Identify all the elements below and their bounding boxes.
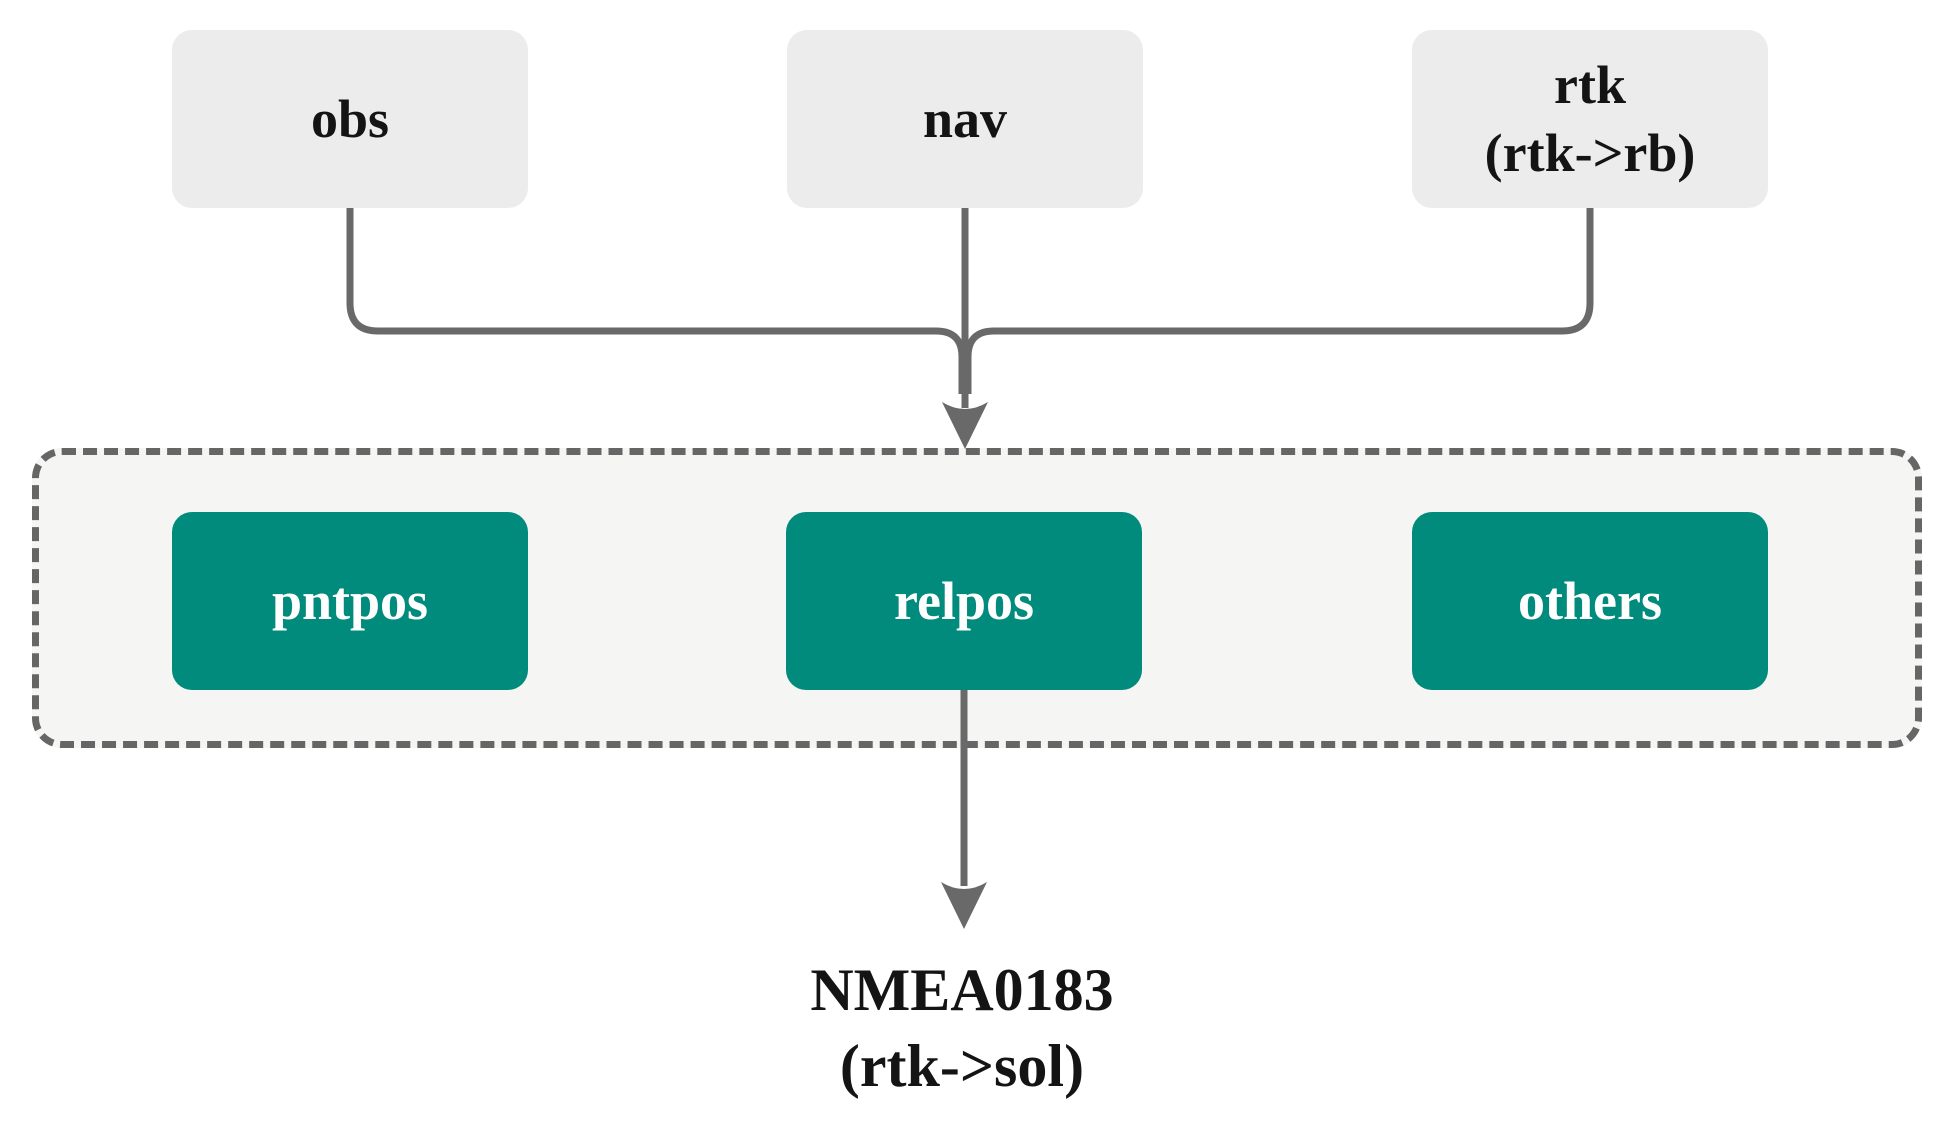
output-label-subtitle: (rtk->sol) <box>839 1033 1085 1099</box>
nav-node: nav <box>787 30 1143 208</box>
pntpos-node-label: pntpos <box>271 571 429 631</box>
others-node: others <box>1412 512 1768 690</box>
others-node-label: others <box>1518 571 1662 631</box>
nav-node-label: nav <box>922 89 1008 149</box>
relpos-node: relpos <box>786 512 1142 690</box>
rtk-node-sublabel: (rtk->rb) <box>1484 123 1696 183</box>
output-arrowhead-icon <box>941 882 987 929</box>
relpos-node-label: relpos <box>893 571 1034 631</box>
obs-node-label: obs <box>310 89 390 149</box>
obs-connector-line <box>346 208 966 394</box>
rtk-connector-line <box>964 208 1594 394</box>
merge-arrowhead-icon <box>942 402 988 449</box>
output-label: NMEA0183 (rtk->sol) <box>662 952 1262 1104</box>
pntpos-node: pntpos <box>172 512 528 690</box>
rtk-node-label: rtk <box>1554 55 1626 115</box>
rtk-node: rtk (rtk->rb) <box>1412 30 1768 208</box>
output-label-title: NMEA0183 <box>810 957 1114 1023</box>
obs-node: obs <box>172 30 528 208</box>
